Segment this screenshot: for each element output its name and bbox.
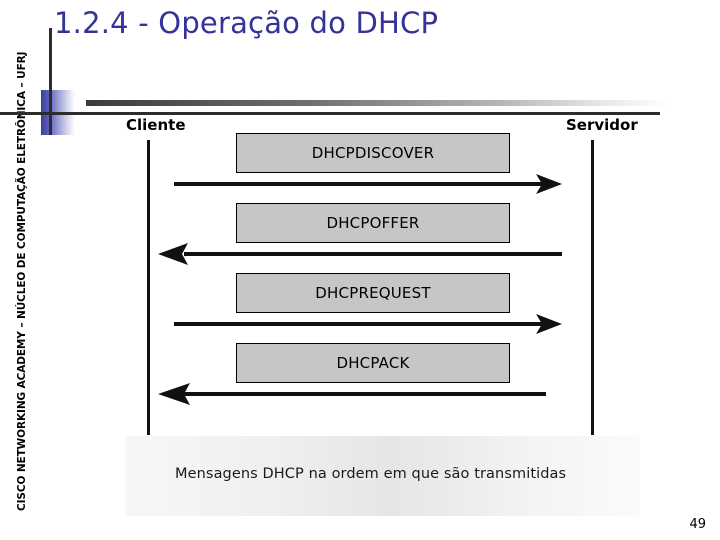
dhcp-sequence-diagram: Cliente Servidor DHCPDISCOVER DHCPOFFER … bbox=[86, 100, 670, 438]
diagram-caption-band: Mensagens DHCP na ordem em que são trans… bbox=[125, 436, 640, 516]
message-box-dhcpack: DHCPACK bbox=[236, 343, 510, 383]
page-title: 1.2.4 - Operação do DHCP bbox=[54, 6, 439, 40]
decorative-vertical-rule bbox=[49, 28, 52, 135]
decorative-horizontal-rule bbox=[0, 112, 660, 115]
sidebar-institution-credit: CISCO NETWORKING ACADEMY – NÚCLEO DE COM… bbox=[16, 51, 28, 511]
lifeline-client bbox=[147, 140, 150, 435]
diagram-caption-text: Mensagens DHCP na ordem em que são trans… bbox=[175, 466, 567, 482]
arrow-server-to-client-1 bbox=[158, 243, 562, 265]
arrow-server-to-client-2 bbox=[158, 383, 546, 405]
message-box-dhcpdiscover: DHCPDISCOVER bbox=[236, 133, 510, 173]
lifeline-server bbox=[591, 140, 594, 435]
page-number: 49 bbox=[689, 517, 706, 532]
arrow-client-to-server-2 bbox=[174, 313, 562, 335]
diagram-top-rule bbox=[86, 100, 670, 106]
message-box-dhcpoffer: DHCPOFFER bbox=[236, 203, 510, 243]
actor-label-client: Cliente bbox=[126, 116, 186, 134]
message-box-dhcprequest: DHCPREQUEST bbox=[236, 273, 510, 313]
arrow-client-to-server-1 bbox=[174, 173, 562, 195]
actor-label-server: Servidor bbox=[566, 116, 638, 134]
